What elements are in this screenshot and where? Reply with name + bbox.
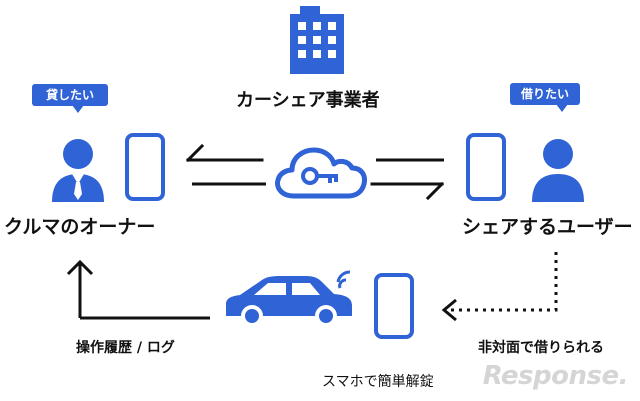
owner-label: クルマのオーナー [4,216,156,238]
owner-person-icon [52,139,104,202]
car-icon [226,270,352,327]
user-phone-icon [466,133,506,201]
owner-speech-bubble: 貸したい [32,84,108,113]
company-label: カーシェア事業者 [236,90,380,111]
history-label: 操作履歴 / ログ [76,340,175,356]
owner-phone-icon [125,133,165,201]
user-speech-bubble: 借りたい [510,83,580,112]
exchange-arrows [186,143,445,201]
unlock-phone-icon [374,273,414,339]
rent-label: 非対面で借りられる [478,340,604,356]
building-icon [290,6,344,74]
unlock-label: スマホで簡単解錠 [322,374,434,390]
response-watermark: Response. [482,361,629,391]
user-person-icon [532,139,584,202]
user-label: シェアするユーザー [462,216,633,238]
history-arrow [66,259,210,320]
rent-dotted-arrow [441,252,558,322]
cloud-key-icon [275,147,367,199]
